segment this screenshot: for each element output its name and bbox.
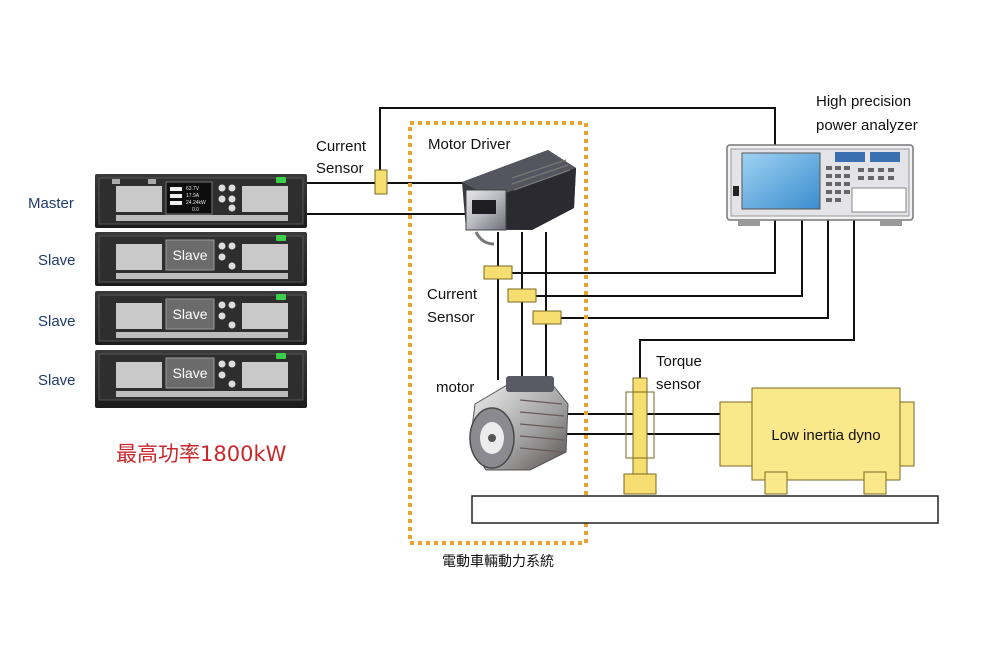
torque-sensor	[623, 377, 657, 495]
current-sensor-dc	[374, 169, 388, 195]
power-analyzer	[726, 144, 914, 226]
slave-label-1: Slave	[38, 252, 76, 269]
knob-icon	[228, 242, 236, 250]
knob-icon	[228, 301, 236, 309]
dyno-label: Low inertia dyno	[771, 427, 880, 444]
master-unit: 63.7V 17.9A 24.24kW 0.0	[95, 174, 307, 228]
slave-unit-1: Slave	[95, 232, 307, 286]
knob-icon	[218, 301, 226, 309]
display-value-current: 17.9A	[186, 193, 200, 199]
knob-icon	[228, 184, 236, 192]
current-sensor-u	[483, 265, 513, 280]
knob-icon	[228, 204, 236, 212]
analyzer-label: High precision	[816, 93, 911, 110]
powertrain-boundary	[408, 121, 588, 545]
unit-slave-label: Slave	[172, 306, 207, 322]
unit-slave-label: Slave	[172, 247, 207, 263]
current-sensor-label-top-2: Sensor	[316, 160, 364, 177]
knob-icon	[218, 253, 226, 261]
knob-icon	[218, 360, 226, 368]
current-sensor-v	[507, 288, 537, 303]
knob-icon	[218, 184, 226, 192]
master-label: Master	[28, 195, 74, 212]
display-value-power: 24.24kW	[186, 200, 206, 206]
dyno	[719, 387, 915, 495]
current-sensor-w	[532, 310, 562, 325]
analyzer-screen	[741, 152, 821, 210]
torque-sensor-label: Torque	[656, 353, 702, 370]
wiring	[307, 107, 855, 435]
motor-driver-label: Motor Driver	[428, 136, 511, 153]
knob-icon	[218, 371, 226, 379]
powertrain-system-label: 電動車輛動力系統	[442, 553, 554, 570]
analyzer-wire-u	[510, 220, 776, 274]
current-sensor-label-mid-2: Sensor	[427, 309, 475, 326]
knob-icon	[218, 195, 226, 203]
knob-icon	[228, 195, 236, 203]
power-led-icon	[276, 235, 286, 241]
power-supply-rack: 63.7V 17.9A 24.24kW 0.0 Slave	[95, 174, 307, 408]
display-value-extra: 0.0	[192, 207, 199, 213]
display-value-voltage: 63.7V	[186, 186, 200, 192]
slave-label-2: Slave	[38, 313, 76, 330]
slave-unit-3: Slave	[95, 350, 307, 408]
max-power-label: 最高功率1800kW	[116, 442, 287, 466]
power-led-icon	[276, 353, 286, 359]
motor-label: motor	[436, 379, 474, 396]
knob-icon	[228, 360, 236, 368]
current-sensor-label-mid: Current	[427, 286, 478, 303]
knob-icon	[228, 380, 236, 388]
analyzer-label-2: power analyzer	[816, 117, 918, 134]
slave-unit-2: Slave	[95, 291, 307, 345]
knob-icon	[218, 312, 226, 320]
motor-driver	[462, 150, 576, 246]
analyzer-wire-dc	[379, 107, 776, 172]
power-led-icon	[276, 177, 286, 183]
analyzer-wire-torque	[639, 220, 855, 378]
knob-icon	[228, 262, 236, 270]
test-bed-rail	[471, 495, 939, 524]
knob-icon	[228, 321, 236, 329]
torque-sensor-label-2: sensor	[656, 376, 701, 393]
slave-label-3: Slave	[38, 372, 76, 389]
analyzer-wire-v	[534, 220, 803, 297]
current-sensor-label-top: Current	[316, 138, 367, 155]
motor	[469, 376, 569, 471]
unit-slave-label: Slave	[172, 365, 207, 381]
power-led-icon	[276, 294, 286, 300]
analyzer-wire-w	[560, 220, 829, 319]
knob-icon	[218, 242, 226, 250]
